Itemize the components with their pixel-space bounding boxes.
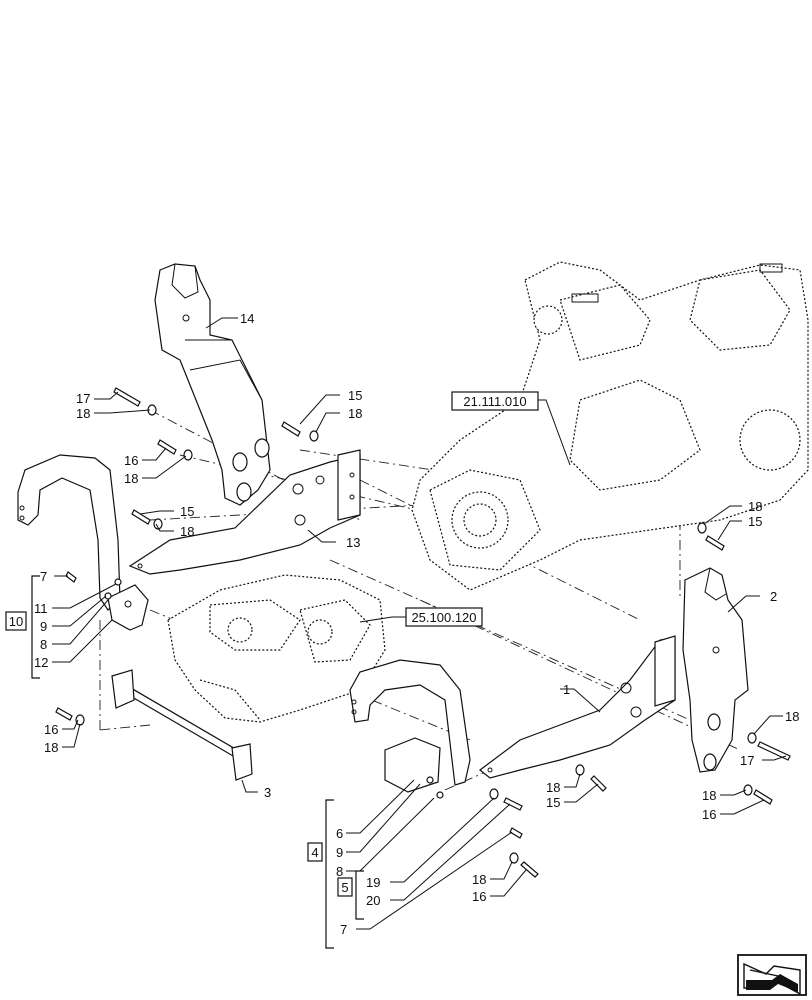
- center-hook-bracket: [349, 659, 471, 799]
- fasteners: [55, 387, 791, 878]
- callout-18b: 18: [348, 406, 362, 421]
- callout-box-10: 10: [5, 611, 27, 631]
- callout-labels: 14 17 18 15 18 16 18 15 18 13 7 11 9 8 1…: [34, 311, 799, 937]
- callout-18d: 18: [180, 524, 194, 539]
- callout-13: 13: [346, 535, 360, 550]
- callout-18h: 18: [748, 499, 762, 514]
- leader-lines: [52, 317, 787, 930]
- callout-9b: 9: [336, 845, 343, 860]
- callout-18a: 18: [76, 406, 90, 421]
- next-page-arrow-icon[interactable]: [737, 954, 807, 996]
- callout-6: 6: [336, 826, 343, 841]
- callout-18e: 18: [44, 740, 58, 755]
- part-2-right-bracket: [682, 567, 749, 773]
- callout-17a: 17: [76, 391, 90, 406]
- part-1-lower-plate: [479, 635, 676, 779]
- reference-label-housing[interactable]: 25.100.120: [411, 610, 476, 625]
- callout-7a: 7: [40, 569, 47, 584]
- callout-14: 14: [240, 311, 254, 326]
- callout-18g: 18: [546, 780, 560, 795]
- callout-16d: 16: [702, 807, 716, 822]
- callout-5: 5: [341, 880, 348, 895]
- part-3-cross-rod: [111, 669, 253, 781]
- part-14-upper-bracket: [154, 263, 271, 506]
- callout-15d: 15: [748, 514, 762, 529]
- transmission-assembly: [411, 261, 809, 591]
- left-hook-bracket: [17, 454, 149, 631]
- housing-casting: [167, 574, 386, 723]
- callout-7b: 7: [340, 922, 347, 937]
- callout-1: 1: [563, 682, 570, 697]
- callout-8a: 8: [40, 637, 47, 652]
- callout-20: 20: [366, 893, 380, 908]
- callout-16a: 16: [124, 453, 138, 468]
- callout-12: 12: [34, 655, 48, 670]
- reference-box-housing[interactable]: 25.100.120: [405, 607, 483, 627]
- callout-11: 11: [34, 601, 48, 616]
- group-brackets: [31, 575, 364, 949]
- part-13-side-plate: [128, 449, 361, 575]
- callout-15b: 15: [180, 504, 194, 519]
- callout-17b: 17: [740, 753, 754, 768]
- callout-2: 2: [770, 589, 777, 604]
- callout-18j: 18: [702, 788, 716, 803]
- callout-15a: 15: [348, 388, 362, 403]
- callout-18i: 18: [785, 709, 799, 724]
- callout-16b: 16: [44, 722, 58, 737]
- callout-15c: 15: [546, 795, 560, 810]
- reference-label-transmission[interactable]: 21.111.010: [463, 394, 526, 409]
- callout-18c: 18: [124, 471, 138, 486]
- callout-9a: 9: [40, 619, 47, 634]
- callout-18f: 18: [472, 872, 486, 887]
- callout-box-5: 5: [337, 877, 353, 897]
- callout-10: 10: [9, 614, 23, 629]
- callout-8b: 8: [336, 864, 343, 879]
- callout-4: 4: [311, 845, 318, 860]
- callout-box-4: 4: [307, 842, 323, 862]
- callout-16c: 16: [472, 889, 486, 904]
- reference-box-transmission[interactable]: 21.111.010: [451, 391, 539, 411]
- callout-19: 19: [366, 875, 380, 890]
- callout-3: 3: [264, 785, 271, 800]
